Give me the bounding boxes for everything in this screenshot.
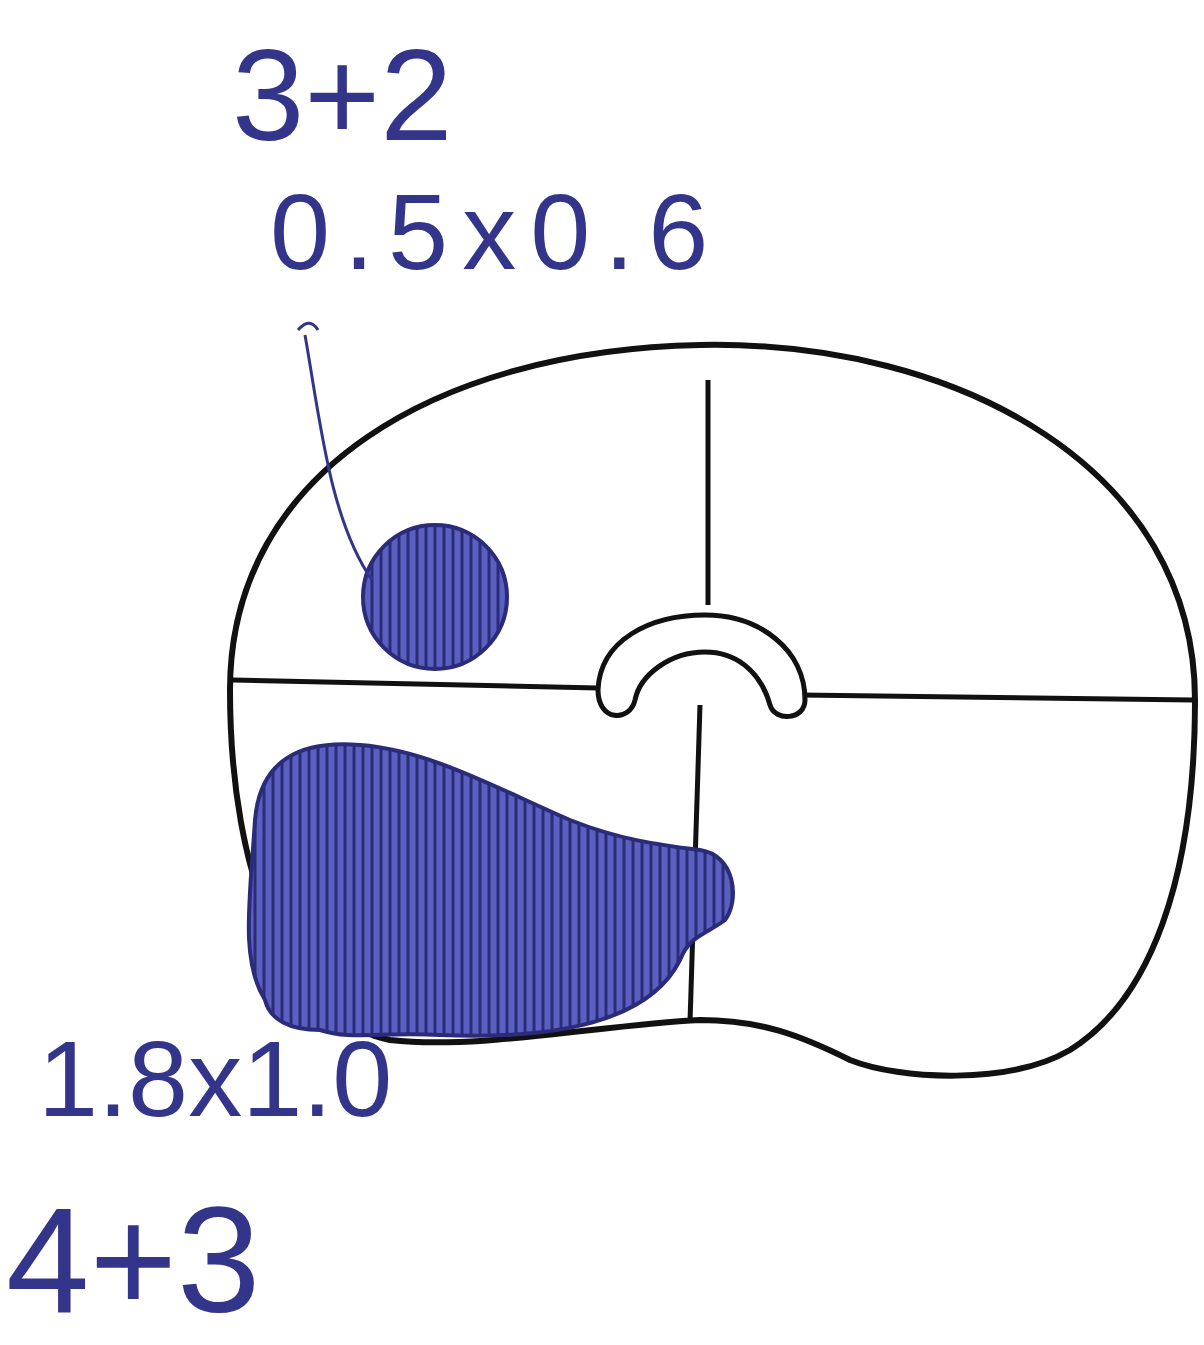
urethra (598, 615, 805, 716)
horizontal-line-right (800, 695, 1193, 700)
label-holder: 4+3 (6, 1185, 260, 1335)
lesion-large (249, 744, 733, 1035)
label-holder: 3+2 (232, 30, 453, 160)
lesion-dimension: 0.5x0.6 (270, 178, 722, 286)
lesion-small (363, 525, 507, 669)
lesion-dimension: 1.8x1.0 (38, 1025, 392, 1133)
gleason-score: 3+2 (232, 30, 453, 160)
gleason-score: 4+3 (6, 1185, 260, 1335)
horizontal-line-left (233, 680, 598, 688)
label-holder: 1.8x1.0 (38, 1025, 392, 1133)
gland-outline (230, 345, 1195, 1076)
leader-hook (298, 323, 318, 330)
midline-upper (706, 380, 711, 605)
label-holder: 0.5x0.6 (270, 178, 722, 286)
leader-line (305, 335, 372, 580)
